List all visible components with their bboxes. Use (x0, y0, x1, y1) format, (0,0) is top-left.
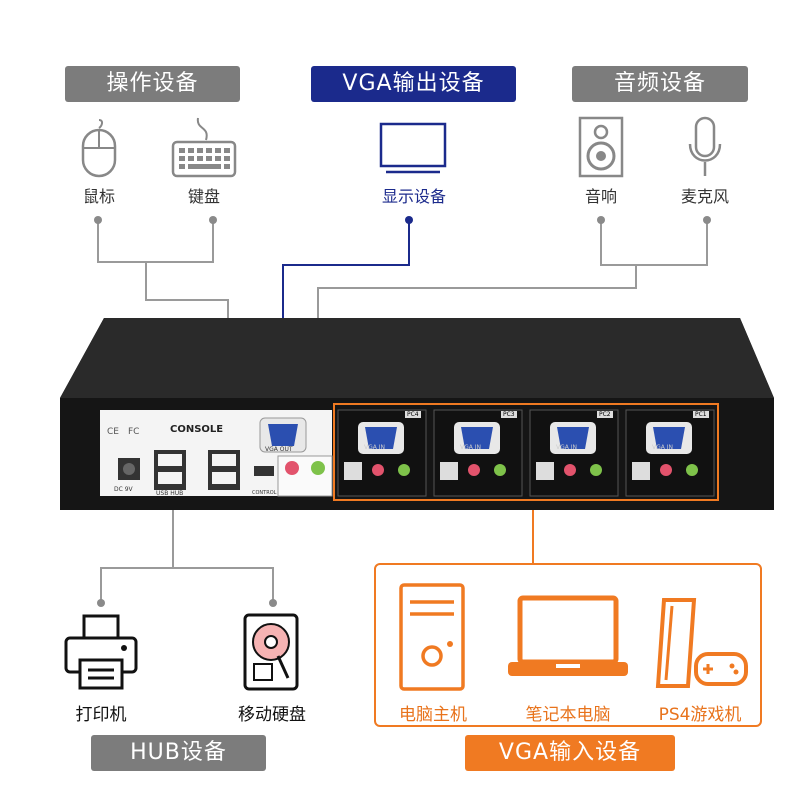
hdd-label: 移动硬盘 (238, 705, 306, 725)
vga-in-label-3: VGA IN (556, 444, 578, 451)
printer-connector-dot (97, 599, 105, 607)
ps4-icon (655, 598, 748, 688)
dc-label: DC 9V (114, 486, 133, 493)
pc-host-label: 电脑主机 (399, 705, 467, 725)
laptop-label: 笔记本电脑 (525, 705, 611, 725)
speaker-label: 音响 (584, 187, 617, 206)
mouse-label: 鼠标 (82, 187, 115, 206)
hub-lines (100, 505, 274, 603)
microphone-label: 麦克风 (680, 187, 729, 206)
fc-mark: FC (128, 427, 140, 437)
vga-out-label: VGA OUT (265, 446, 293, 453)
vga-output-devices-tag: VGA输出设备 (311, 66, 516, 102)
vga-input-devices-tag: VGA输入设备 (465, 735, 675, 771)
control-label: CONTROL (252, 490, 277, 496)
keyboard-icon (171, 117, 237, 178)
printer-icon (64, 614, 138, 690)
operation-devices-tag: 操作设备 (65, 66, 240, 102)
pc4-label: PC4 (405, 411, 421, 418)
display-label: 显示设备 (381, 187, 446, 206)
usb-hub-label: USB HUB (156, 490, 184, 497)
ps4-label: PS4游戏机 (658, 705, 742, 725)
mouse-icon (81, 119, 117, 178)
mouse-connector-dot (94, 216, 102, 224)
hub-devices-tag: HUB设备 (91, 735, 266, 771)
display-icon (379, 122, 447, 174)
microphone-connector-dot (703, 216, 711, 224)
pc-host-icon (399, 583, 465, 691)
vga-in-label-4: VGA IN (652, 444, 674, 451)
console-label: CONSOLE (170, 424, 224, 435)
vga-input-frame (374, 563, 762, 727)
display-connector-dot (405, 216, 413, 224)
ce-mark: CE (107, 427, 119, 437)
vga-in-label-1: VGA IN (364, 444, 386, 451)
microphone-icon (688, 116, 722, 176)
speaker-connector-dot (597, 216, 605, 224)
pc2-label: PC2 (597, 411, 613, 418)
laptop-icon (508, 595, 628, 676)
pc3-label: PC3 (501, 411, 517, 418)
vga-in-label-2: VGA IN (460, 444, 482, 451)
keyboard-connector-dot (209, 216, 217, 224)
pc1-label: PC1 (693, 411, 709, 418)
keyboard-label: 键盘 (187, 187, 220, 206)
audio-devices-tag: 音频设备 (572, 66, 748, 102)
hdd-icon (243, 613, 299, 691)
hdd-connector-dot (269, 599, 277, 607)
speaker-icon (578, 116, 624, 178)
printer-label: 打印机 (75, 705, 127, 725)
